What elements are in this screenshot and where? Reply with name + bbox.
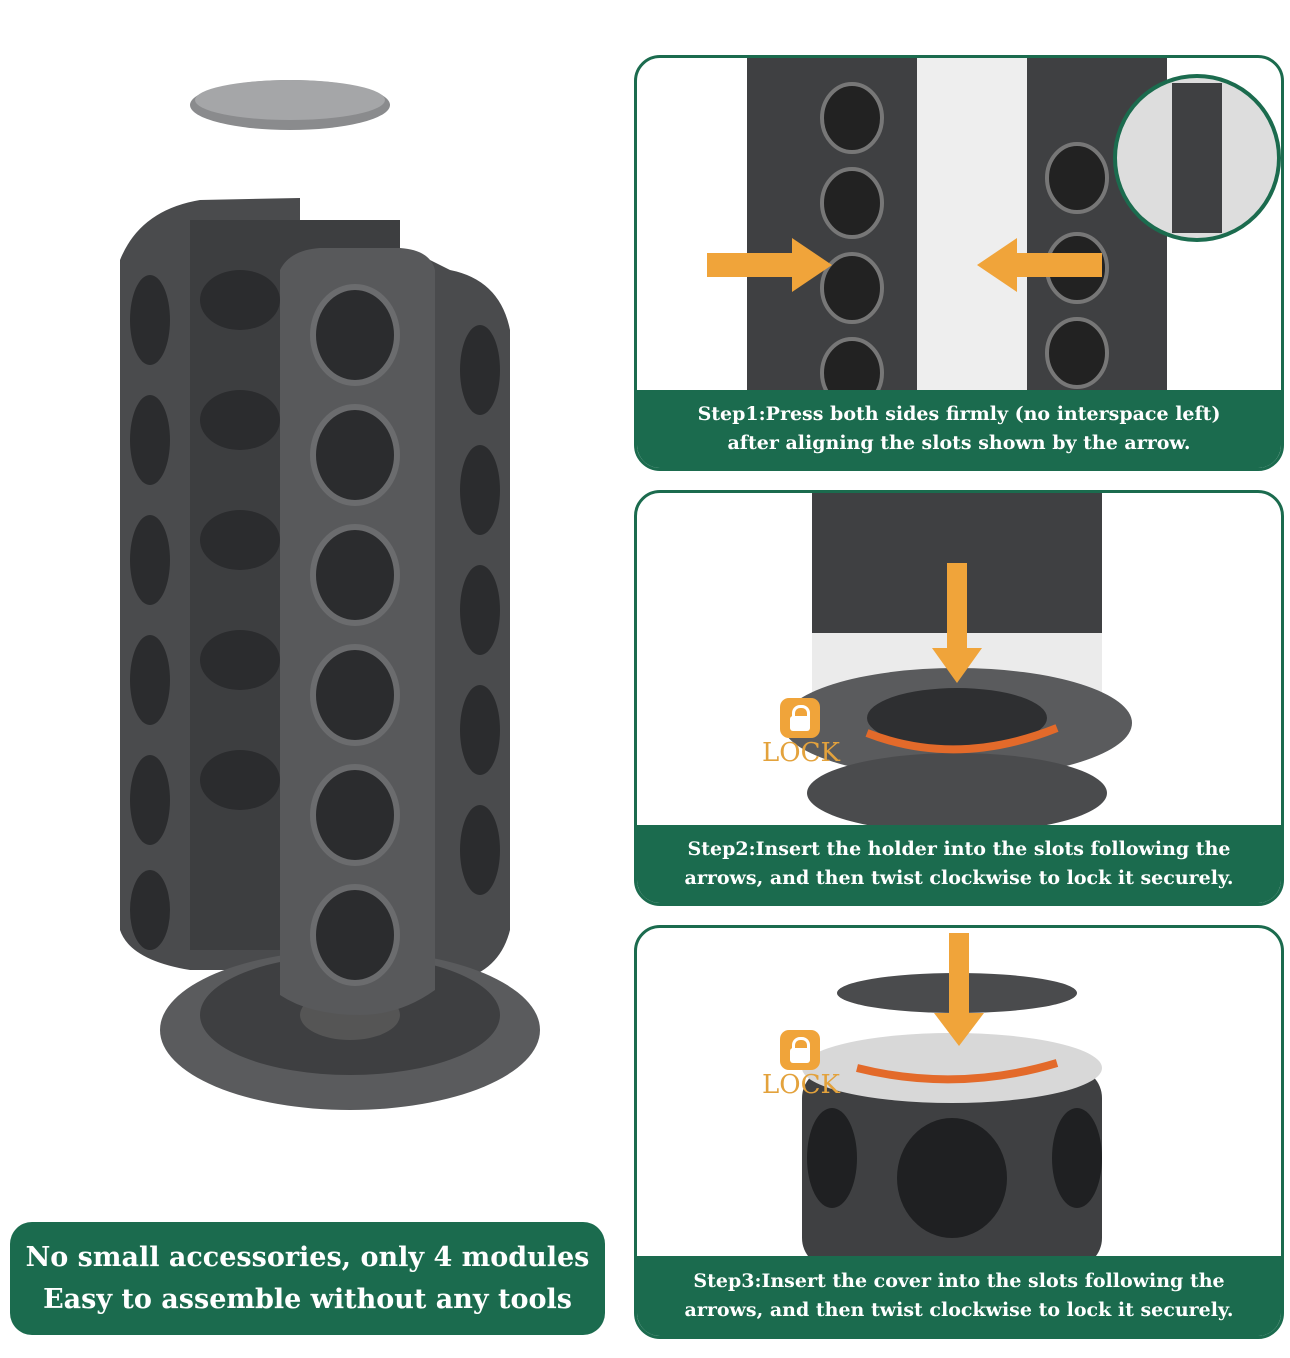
step1-panel: Step1:Press both sides firmly (no inters…: [634, 55, 1284, 471]
step1-line2: after aligning the slots shown by the ar…: [727, 432, 1191, 454]
step2-caption: Step2:Insert the holder into the slots f…: [637, 825, 1281, 903]
left-caption-line2: Easy to assemble without any tools: [43, 1283, 572, 1315]
step3-illustration: [802, 933, 1102, 1268]
lock-indicator: LOCK: [762, 1030, 840, 1100]
left-caption-banner: No small accessories, only 4 modules Eas…: [10, 1222, 605, 1335]
exploded-product-illustration: [120, 80, 540, 1110]
lock-label: LOCK: [762, 1070, 840, 1100]
lock-label: LOCK: [762, 738, 840, 768]
lock-indicator: LOCK: [762, 698, 840, 768]
step3-panel: LOCK Step3:Insert the cover into the slo…: [634, 925, 1284, 1339]
step1-line1: Step1:Press both sides firmly (no inters…: [697, 403, 1221, 425]
step2-line1: Step2:Insert the holder into the slots f…: [687, 838, 1231, 860]
step2-line2: arrows, and then twist clockwise to lock…: [684, 867, 1234, 889]
step3-line2: arrows, and then twist clockwise to lock…: [684, 1299, 1234, 1321]
step1-illustration: [707, 58, 1281, 398]
press-arrow-left-icon: [707, 238, 832, 292]
step2-panel: LOCK Step2:Insert the holder into the sl…: [634, 490, 1284, 906]
step3-line1: Step3:Insert the cover into the slots fo…: [693, 1270, 1225, 1292]
left-caption-line1: No small accessories, only 4 modules: [25, 1241, 590, 1273]
lock-icon: [780, 1030, 820, 1070]
lock-icon: [780, 698, 820, 738]
press-arrow-right-icon: [977, 238, 1102, 292]
step3-caption: Step3:Insert the cover into the slots fo…: [637, 1256, 1281, 1336]
step1-caption: Step1:Press both sides firmly (no inters…: [637, 390, 1281, 468]
step2-illustration: [782, 493, 1132, 833]
down-arrow-icon: [932, 563, 982, 683]
down-arrow-icon: [934, 933, 984, 1046]
